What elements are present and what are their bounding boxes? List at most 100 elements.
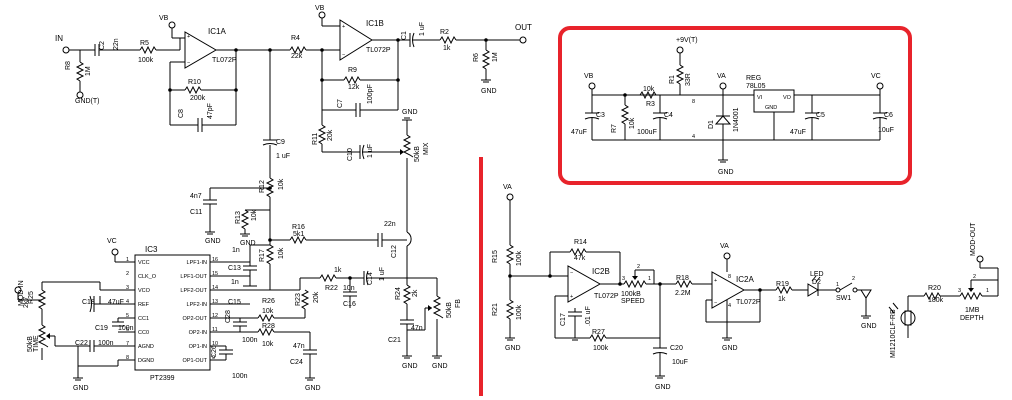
r16-label: R16	[292, 224, 305, 231]
vb1-label: VB	[159, 15, 169, 22]
depth-value: 1MB	[965, 307, 980, 314]
input-stage: IN GND(T) R8 1M C2 22n R5 100k	[55, 34, 180, 105]
r7-value: 10k	[629, 117, 636, 129]
svg-text:−: −	[187, 60, 190, 66]
va2-label: VA	[503, 184, 512, 191]
c8-label: C8	[178, 109, 185, 118]
lfo-section: VA R15 100k GND R21 100k R14 47k − + IC2…	[492, 184, 999, 391]
r18-value: 2.2M	[675, 290, 691, 297]
ic3-pin-left: CC0	[138, 330, 149, 336]
ic3-pin-right-num: 14	[212, 285, 218, 291]
c26-label: C26	[211, 345, 218, 358]
c13-value: 1n	[232, 247, 240, 254]
r28-label: R28	[262, 323, 275, 330]
r13-value: 10k	[251, 209, 258, 221]
r20-value: 180k	[928, 297, 944, 304]
d2-label: D2	[812, 279, 821, 286]
d1-value: 1N4001	[733, 107, 740, 132]
mix-label: MIX	[423, 142, 430, 155]
ic1b-label: IC1B	[366, 19, 384, 28]
out-label: OUT	[515, 23, 532, 32]
c24-label: C24	[290, 359, 303, 366]
ic2b-label: IC2B	[592, 267, 610, 276]
svg-text:−: −	[714, 300, 717, 306]
reg-vi: VI	[757, 95, 763, 101]
c3-label: C3	[596, 112, 605, 119]
ic3-pin-right: OP1-OUT	[183, 358, 208, 364]
gnd-label-c20: GND	[655, 384, 671, 391]
r5-label: R5	[140, 40, 149, 47]
c24-value: 47n	[293, 343, 305, 350]
mod-in-label: MOD-IN	[18, 280, 25, 306]
ic3-pin-left: AGND	[138, 344, 154, 350]
svg-text:3: 3	[958, 288, 961, 294]
ic1a-opamp: + − IC1A TL072P VB	[159, 15, 290, 90]
ic3-pin-right: LPF1-IN	[187, 260, 208, 266]
ic2a-part: TL072P	[736, 299, 761, 306]
ic3-pin-left-num: 3	[126, 285, 129, 291]
power-section-highlight	[558, 26, 912, 185]
r4-label: R4	[291, 35, 300, 42]
nine-volt-label: +9V(T)	[676, 37, 698, 44]
r13-label: R13	[235, 211, 242, 224]
gnd-label-ic3: GND	[73, 385, 89, 392]
gnd-label-ic2a: GND	[722, 345, 738, 352]
r20-label: R20	[928, 285, 941, 292]
ic3-pin-left-num: 1	[126, 257, 129, 263]
ic3-pin-right-num: 9	[212, 355, 215, 361]
c20-value: 10uF	[672, 359, 688, 366]
c15-value: 1n	[231, 279, 239, 286]
mix-value: 50kB	[414, 146, 421, 162]
r26-value: 10k	[262, 308, 274, 315]
c7-label: C7	[337, 99, 344, 108]
svg-text:+: +	[570, 294, 573, 300]
c19-value: 100n	[118, 325, 134, 332]
r16-value: 5k1	[293, 231, 304, 238]
svg-text:−: −	[342, 52, 345, 58]
vb3-label: VB	[584, 73, 594, 80]
c1-value: 1 uF	[419, 22, 426, 36]
r11-label: R11	[312, 133, 319, 145]
c28-label: C28	[225, 310, 232, 323]
gnd-label-c21: GND	[402, 363, 418, 370]
svg-text:+: +	[342, 24, 345, 30]
ic1b-stage: R4 22k + − IC1B TL072P VB R9 12k C7 100p	[268, 5, 532, 140]
ldr-label: MI1210CLF-RB	[890, 309, 897, 358]
r2-label: R2	[440, 29, 449, 36]
power-supply: +9V(T) R1 33R VB VA VC C3 47uF R7 10k 10…	[571, 37, 894, 176]
ic1a-part: TL072P	[212, 57, 237, 64]
gndt-label: GND(T)	[75, 98, 100, 105]
c18-value: 47uF	[108, 299, 124, 306]
r9-label: R9	[348, 67, 357, 74]
c5-label: C5	[816, 112, 825, 119]
r19-value: 1k	[778, 296, 786, 303]
time-value: 50kB	[27, 336, 34, 352]
gnd-label-c11: GND	[205, 238, 221, 245]
gnd-label-led: GND	[861, 323, 877, 330]
r21-label: R21	[492, 303, 499, 316]
gnd-label-r21: GND	[505, 345, 521, 352]
r3-label: R3	[646, 101, 655, 108]
c7-value: 100pF	[367, 84, 374, 104]
svg-text:+: +	[714, 278, 717, 284]
svg-text:−: −	[570, 270, 573, 276]
r10-label: R10	[188, 79, 201, 86]
c2-value: 22n	[113, 38, 120, 50]
gnd-label-c24: GND	[305, 385, 321, 392]
c8-value: 47pF	[207, 103, 214, 119]
r3-value: 10k	[643, 86, 655, 93]
sw1-label: SW1	[836, 295, 851, 302]
gnd-label-mix: GND	[402, 109, 418, 116]
c10-value: 1 uF	[367, 144, 374, 158]
svg-text:2: 2	[973, 274, 976, 280]
r9-value: 12k	[348, 84, 360, 91]
c11-value: 4n7	[190, 193, 202, 200]
ic3-pin-right-num: 13	[212, 299, 218, 305]
ic3-pin-left-num: 7	[126, 341, 129, 347]
va1-label: VA	[717, 73, 726, 80]
ic3-pin-right-num: 16	[212, 257, 218, 263]
ic3-pin-right-num: 15	[212, 271, 218, 277]
c14-value: 1 uF	[379, 267, 386, 281]
